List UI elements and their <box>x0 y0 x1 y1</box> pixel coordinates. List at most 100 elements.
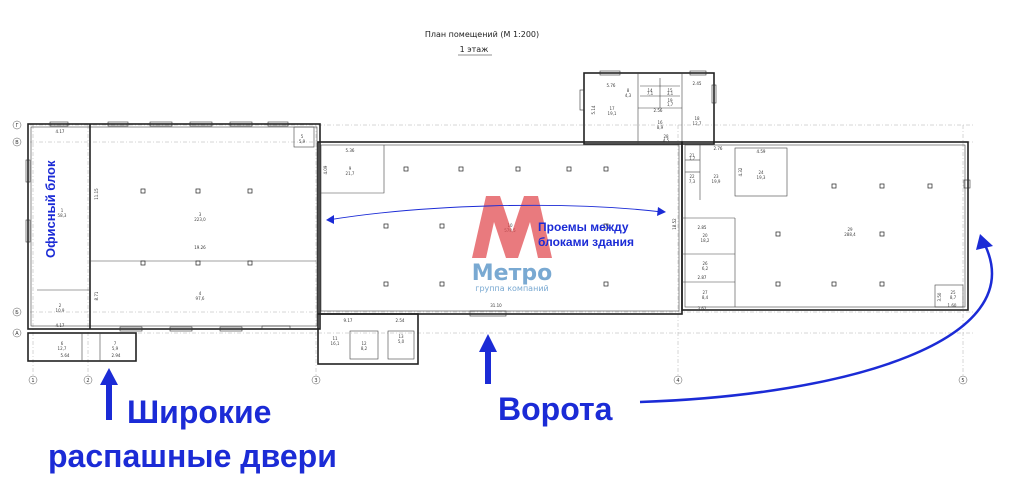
room-area: 5,9 <box>112 346 119 351</box>
room-number: 25 <box>950 290 956 295</box>
room-area: 19,3 <box>757 175 766 180</box>
openings-label-line1: Проемы между <box>538 220 629 234</box>
room-number: 19 <box>667 98 673 103</box>
metro-logo: Метро группа компаний <box>472 196 552 293</box>
dimension: 11.15 <box>94 188 99 200</box>
room-number: 10 <box>507 223 513 228</box>
room-number: 9 <box>349 166 352 171</box>
room-number: 5 <box>301 134 304 139</box>
room-area: 8,2 <box>361 346 368 351</box>
room-area: 7,1 <box>647 91 654 96</box>
room-number: 2 <box>59 303 62 308</box>
axis-row-b: Б <box>15 310 19 316</box>
room-area: 12,7 <box>58 346 67 351</box>
dimension: 2.87 <box>698 275 707 280</box>
room-area: 8,7 <box>950 295 957 300</box>
dimension: 2.45 <box>693 81 702 86</box>
dimension: 3.62 <box>698 306 707 311</box>
axis-col-5: 5 <box>961 378 964 384</box>
room-labels: 1 58,3 2 10,9 3 223,0 4 97,6 5 5,9 6 12,… <box>56 88 957 351</box>
room-area: 18,2 <box>701 238 710 243</box>
dimension: 4.09 <box>323 165 328 174</box>
logo-m-mark <box>472 196 552 258</box>
dimension: 18.52 <box>672 218 677 230</box>
plan-floor-label: 1 этаж <box>460 45 489 54</box>
doors-label-line1: Широкие <box>127 394 271 430</box>
room-area: 288,4 <box>844 232 856 237</box>
room-area: 97,6 <box>196 296 205 301</box>
windows <box>25 70 971 332</box>
room-area: 8,4 <box>702 295 709 300</box>
logo-name: Метро <box>472 261 552 286</box>
dimension: 31.10 <box>490 303 502 308</box>
dimension: 3.50 <box>937 292 942 301</box>
axis-row-g: Г <box>15 123 18 129</box>
logo-subtitle: группа компаний <box>475 284 548 293</box>
room-number: 16 <box>657 120 663 125</box>
dimension: 5.64 <box>61 353 70 358</box>
room-number: 21 <box>689 153 695 158</box>
dimension: 4.32 <box>738 167 743 176</box>
doors-arrow <box>100 368 118 420</box>
room-number: 12 <box>361 341 367 346</box>
axis-row-a: А <box>15 331 19 337</box>
room-area: 1,7 <box>689 156 696 161</box>
room-area: 19,1 <box>608 111 617 116</box>
doors-label-line2: распашные двери <box>48 438 337 474</box>
room-number: 26 <box>702 261 708 266</box>
room-area: 6,2 <box>702 266 709 271</box>
dimension: 2.94 <box>112 353 121 358</box>
room-area: 3,1 <box>667 91 674 96</box>
room-number: 18 <box>694 116 700 121</box>
room-area: 16,1 <box>331 341 340 346</box>
room-area: 58,3 <box>58 213 67 218</box>
room-area: 4,5 <box>663 138 670 143</box>
axis-col-1: 1 <box>31 378 34 384</box>
axis-col-2: 2 <box>86 378 89 384</box>
dimension: 19.26 <box>194 245 206 250</box>
room-number: 15 <box>667 88 673 93</box>
axis-markers: Г В Б А 1 2 3 4 5 <box>12 120 968 385</box>
room-number: 11 <box>332 336 338 341</box>
room-area: 21,7 <box>346 171 355 176</box>
dimension: 2.56 <box>654 108 663 113</box>
plan-title: План помещений (М 1:200) <box>425 30 539 39</box>
room-number: 1 <box>61 208 64 213</box>
room-area: 1,7 <box>667 102 674 107</box>
axis-col-4: 4 <box>676 378 679 384</box>
gates-arrow <box>479 234 994 404</box>
dimensions: 4.17 5.76 2.45 5.36 2.76 4.59 19.26 4.17… <box>56 81 957 358</box>
room-area: 19,9 <box>712 179 721 184</box>
room-area: 12,7 <box>693 121 702 126</box>
room-area: 4,3 <box>625 93 632 98</box>
room-area: 223,0 <box>194 217 206 222</box>
axis-col-3: 3 <box>314 378 317 384</box>
dimension: 2.85 <box>698 225 707 230</box>
room-number: 20 <box>702 233 708 238</box>
room-number: 29 <box>847 227 853 232</box>
dimension: 2.54 <box>396 318 405 323</box>
room-number: 4 <box>199 291 202 296</box>
room-area: 10,9 <box>56 308 65 313</box>
dimension: 4.59 <box>757 149 766 154</box>
openings-arrows <box>326 204 666 224</box>
room-area: 5,9 <box>299 139 306 144</box>
room-number: 7 <box>114 341 117 346</box>
office-block-label: Офисный блок <box>43 160 58 258</box>
room-number: 14 <box>647 88 653 93</box>
dimension: 5.36 <box>346 148 355 153</box>
axis-lines <box>30 124 975 375</box>
dimension: 2.76 <box>714 146 723 151</box>
dimension: 1.60 <box>948 303 957 308</box>
room-number: 27 <box>702 290 708 295</box>
dimension: 5.14 <box>591 105 596 114</box>
room-number: 13 <box>398 334 404 339</box>
openings-label-line2: блоками здания <box>538 235 634 249</box>
columns <box>140 166 933 287</box>
room-number: 8 <box>627 88 630 93</box>
room-number: 24 <box>758 170 764 175</box>
room-number: 6 <box>61 341 64 346</box>
axis-row-v: В <box>15 140 19 146</box>
room-area: 7,3 <box>689 179 696 184</box>
